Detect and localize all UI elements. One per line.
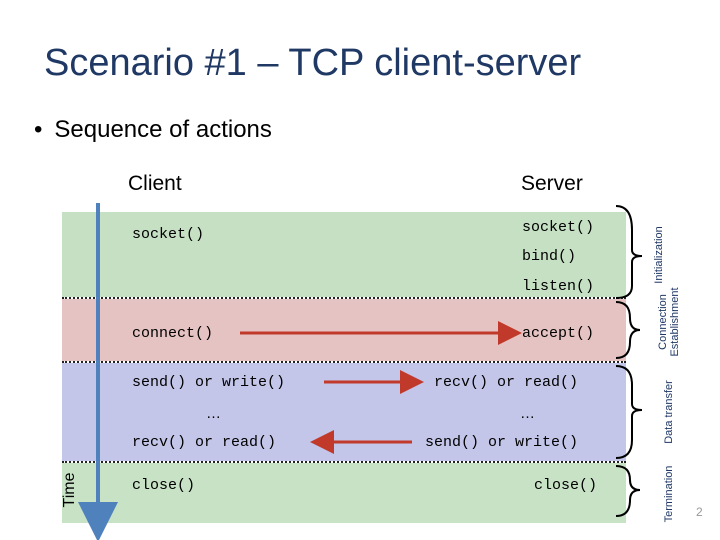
server-recv-call: recv() or read(): [434, 374, 579, 391]
server-listen-call: listen(): [522, 278, 595, 295]
client-socket-call: socket(): [132, 226, 205, 243]
client-ellipsis: …: [206, 405, 221, 422]
phase-label-termination: Termination: [663, 465, 675, 523]
bullet-text: Sequence of actions: [54, 116, 272, 143]
slide-title: Scenario #1 – TCP client-server: [44, 42, 582, 84]
phase-label-connection: Connection Establishment: [657, 287, 681, 357]
server-accept-call: accept(): [522, 325, 595, 342]
brace-initialization: [615, 205, 643, 299]
client-send-call: send() or write(): [132, 374, 286, 391]
data-transfer-band: [62, 363, 626, 461]
time-axis-label: Time: [61, 472, 78, 508]
brace-data-transfer: [615, 365, 643, 459]
page-number: 2: [696, 505, 703, 519]
client-recv-call: recv() or read(): [132, 434, 277, 451]
initialization-band: [62, 212, 626, 297]
server-socket-call: socket(): [522, 219, 595, 236]
phase-label-initialization: Initialization: [653, 226, 665, 284]
bullet-dot: •: [34, 116, 43, 143]
server-close-call: close(): [534, 477, 598, 494]
brace-termination: [615, 465, 641, 517]
server-column-header: Server: [521, 172, 583, 195]
phase-label-data-transfer: Data transfer: [663, 380, 675, 444]
phase-separator: [62, 297, 626, 299]
termination-band: [62, 463, 626, 523]
client-close-call: close(): [132, 477, 196, 494]
phase-separator: [62, 461, 626, 463]
client-column-header: Client: [128, 172, 182, 195]
bullet-item: • Sequence of actions: [34, 116, 272, 144]
server-send-call: send() or write(): [425, 434, 579, 451]
server-ellipsis: …: [520, 405, 535, 422]
brace-connection: [615, 301, 641, 359]
client-connect-call: connect(): [132, 325, 214, 342]
server-bind-call: bind(): [522, 248, 577, 265]
phase-separator: [62, 361, 626, 363]
connection-band: [62, 299, 626, 361]
